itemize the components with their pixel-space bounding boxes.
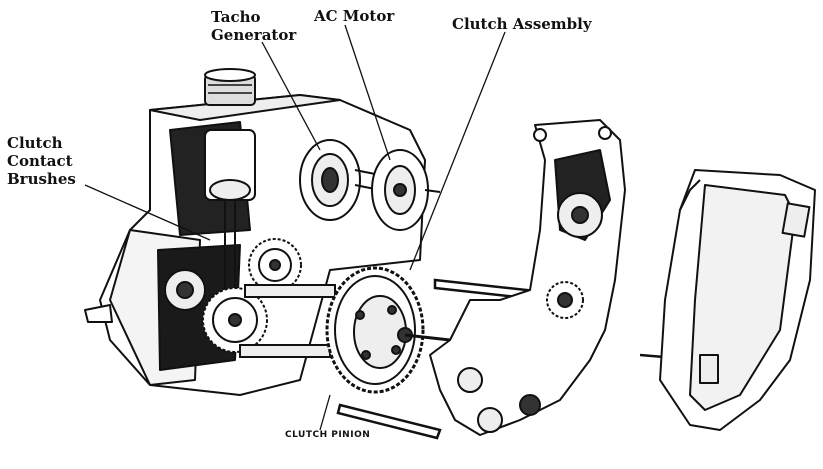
end-plate-drawing — [429, 119, 626, 436]
ac-motor-drawing — [371, 149, 441, 231]
label-tacho-line2: Generator — [211, 26, 297, 44]
leader-tacho-generator — [261, 41, 321, 151]
clutch-assembly-drawing — [325, 266, 451, 394]
label-tacho-line1: Tacho — [211, 8, 261, 26]
label-brushes-line1: Clutch — [7, 134, 63, 152]
brush-assembly-drawing — [204, 129, 256, 300]
leader-lines — [84, 24, 506, 431]
gear-train — [164, 238, 336, 358]
outer-cover-drawing — [659, 169, 816, 431]
label-clutch-contact-brushes: Clutch Contact Brushes — [7, 134, 76, 188]
leader-contact-brushes — [84, 184, 211, 241]
label-tacho-generator: Tacho Generator — [211, 8, 296, 44]
label-clutch-pinion: CLUTCH PINION — [285, 430, 371, 440]
label-ac-motor: AC Motor — [314, 7, 395, 25]
label-clutch-assembly: Clutch Assembly — [452, 15, 592, 33]
tacho-generator-drawing — [299, 139, 381, 221]
leader-clutch-assembly — [409, 31, 506, 271]
label-brushes-line3: Brushes — [7, 170, 76, 188]
leader-ac-motor — [344, 24, 391, 161]
label-brushes-line2: Contact — [7, 152, 73, 170]
leader-clutch-pinion — [319, 394, 331, 431]
